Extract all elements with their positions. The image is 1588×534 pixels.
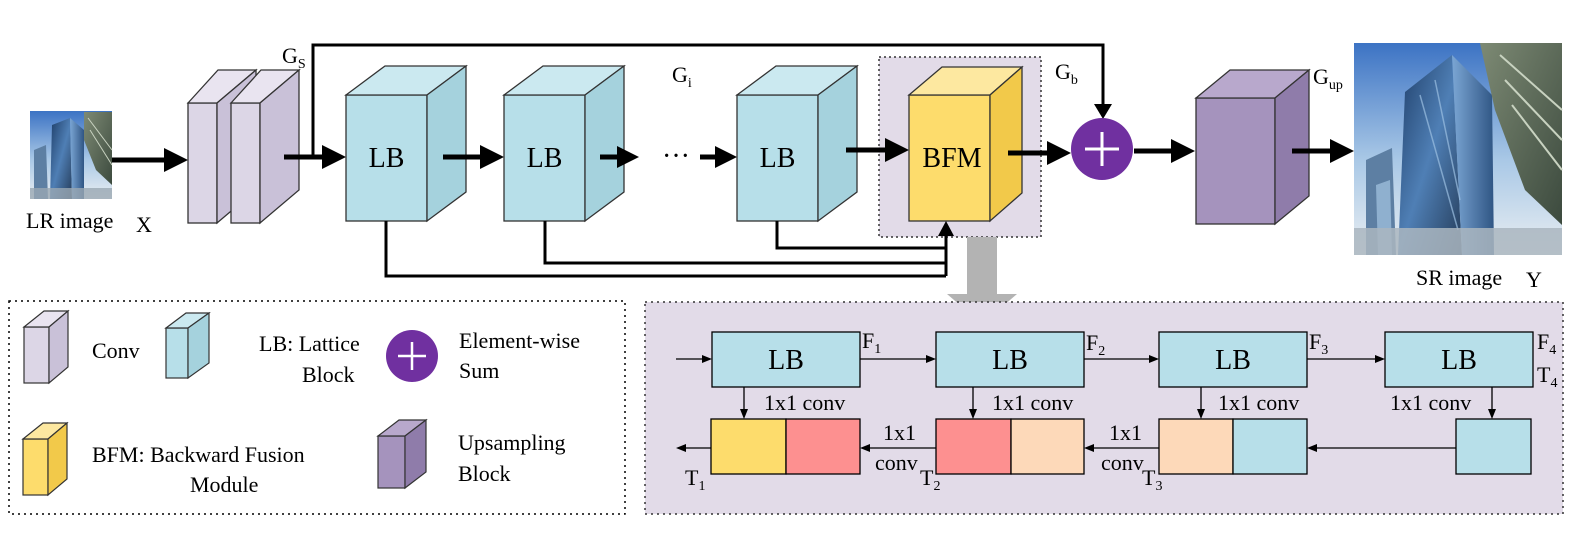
legend-sum-icon <box>386 330 438 382</box>
element-wise-sum-node <box>1071 118 1133 180</box>
arrow-bfm-to-sum <box>1008 141 1071 165</box>
detail-lb-1-label: LB <box>768 345 804 376</box>
lb-block-3-label: LB <box>760 143 796 174</box>
detail-lb-3-label: LB <box>1215 345 1251 376</box>
x-label: X <box>136 212 152 237</box>
ellipsis: ··· <box>662 141 690 172</box>
lb-block-2-label: LB <box>527 143 563 174</box>
legend-box <box>8 300 626 515</box>
fusion-box-3-peach <box>1158 418 1234 475</box>
detail-lb-arrowhead-2 <box>1149 355 1159 363</box>
bfm-block <box>907 65 1024 223</box>
lb-block-2 <box>502 64 626 223</box>
f4-label: F4 <box>1537 329 1556 358</box>
lb-block-1 <box>344 64 468 223</box>
arrow-ellipsis-to-lb3 <box>700 146 737 168</box>
legend-sum-label-line1: Element-wise <box>459 328 580 353</box>
left-arrowhead-2 <box>1084 444 1094 452</box>
legend-lb-icon <box>164 311 211 380</box>
gup-label: Gup <box>1313 64 1343 93</box>
gs-label: GS <box>282 43 306 72</box>
detail-lb-4-label: LB <box>1441 345 1477 376</box>
conv-block-2 <box>229 68 301 225</box>
legend-bfm-label-line1: BFM: Backward Fusion <box>92 442 305 467</box>
conv-label-5-line2: conv <box>1101 450 1144 475</box>
arrow-lb2-to-ellipsis <box>600 146 639 168</box>
t4-label: T4 <box>1537 362 1557 391</box>
lb-block-3 <box>735 64 859 223</box>
legend-sum-label-line2: Sum <box>459 358 499 383</box>
f1-label: F1 <box>862 328 881 357</box>
global-skip-connection <box>311 43 1112 155</box>
detail-conv-down-arrows <box>743 387 1493 411</box>
f3-label: F3 <box>1309 329 1328 358</box>
conv-label-2: 1x1 conv <box>992 390 1073 415</box>
conv-label-4: 1x1 conv <box>1390 390 1471 415</box>
fusion-box-3-blue <box>1232 418 1308 475</box>
legend-lb-label-line1: LB: Lattice <box>259 331 360 356</box>
conv-label-3: 1x1 conv <box>1218 390 1299 415</box>
down-arrowhead-3 <box>1197 409 1205 419</box>
lb-to-bfm-connections <box>384 221 948 278</box>
bfm-input-arrowhead <box>938 221 954 236</box>
legend-conv-icon <box>22 309 70 385</box>
down-arrowhead-4 <box>1488 409 1496 419</box>
detail-input-arrow <box>676 355 712 363</box>
arrow-conv-to-lb1 <box>284 145 346 169</box>
sr-image-label: SR image <box>1416 265 1502 290</box>
arrow-lr-to-conv <box>112 148 188 172</box>
t1-label: T1 <box>685 465 705 494</box>
legend-conv-label: Conv <box>92 338 140 363</box>
y-label: Y <box>1526 267 1542 292</box>
f2-label: F2 <box>1086 330 1105 359</box>
lr-image <box>30 111 113 199</box>
lr-image-label: LR image <box>26 208 113 233</box>
arrow-lb1-to-lb2 <box>443 145 504 169</box>
legend-lb-label-line2: Block <box>302 362 355 387</box>
conv-label-6-line1: 1x1 <box>883 420 916 445</box>
fusion-box-4-blue <box>1455 418 1532 475</box>
detail-lb-2 <box>935 331 1085 388</box>
gb-label: Gb <box>1055 59 1078 88</box>
left-arrowhead-1 <box>1307 444 1317 452</box>
legend-upsampling-label-line1: Upsampling <box>458 430 566 455</box>
legend-bfm-icon <box>21 421 69 497</box>
gi-label: Gi <box>672 62 692 91</box>
upsampling-block <box>1194 68 1311 226</box>
sr-image <box>1354 43 1563 255</box>
detail-lb-4 <box>1384 331 1534 388</box>
detail-lb-arrowhead-3 <box>1375 355 1385 363</box>
lb-block-1-label: LB <box>369 143 405 174</box>
bfm-block-label: BFM <box>922 143 981 174</box>
legend-bfm-label-line2: Module <box>190 472 258 497</box>
legend-upsampling-icon <box>376 418 428 490</box>
fusion-box-2-peach <box>1010 418 1085 475</box>
arrow-upsampling-to-sr <box>1292 139 1354 163</box>
down-arrowhead-1 <box>740 409 748 419</box>
t2-label: T2 <box>920 465 940 494</box>
t3-label: T3 <box>1142 465 1162 494</box>
detail-lb-2-label: LB <box>992 345 1028 376</box>
fusion-box-1-yellow <box>710 418 787 475</box>
down-arrowhead-2 <box>969 409 977 419</box>
arrow-lb3-to-bfm <box>846 138 909 162</box>
fusion-box-2-red <box>935 418 1012 475</box>
conv-label-5-line1: 1x1 <box>1109 420 1142 445</box>
left-arrowhead-3 <box>860 444 870 452</box>
conv-label-6-line2: conv <box>875 450 918 475</box>
arrow-sum-to-upsampling <box>1134 139 1195 163</box>
detail-lb-arrowhead-1 <box>926 355 936 363</box>
fusion-box-1-red <box>785 418 861 475</box>
left-arrowhead-4 <box>676 444 686 452</box>
conv-label-1: 1x1 conv <box>764 390 845 415</box>
legend-upsampling-label-line2: Block <box>458 461 511 486</box>
